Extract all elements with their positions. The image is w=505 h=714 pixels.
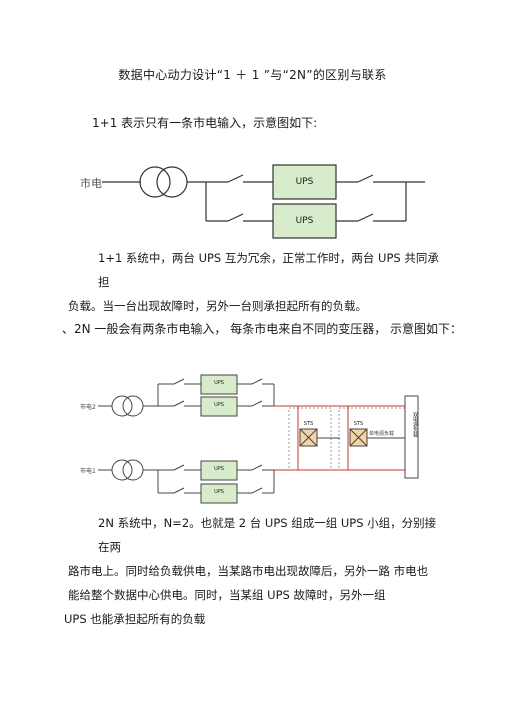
page-title: 数据中心动力设计“1 ＋ 1 ”与“2N”的区别与联系 — [118, 68, 387, 82]
transformer-coil-right — [156, 166, 188, 198]
utility-2-label: 市电2 — [80, 404, 96, 411]
utility-label: 市电 — [80, 177, 102, 190]
paragraph-2-line: 2N 系统中，N=2。也就是 2 台 UPS 组成一组 UPS 小组，分别接 在… — [98, 516, 437, 554]
switch-bottom-in — [227, 213, 244, 222]
switch-bottom-out — [357, 213, 374, 222]
switch-top-out — [357, 174, 374, 183]
ups-label: UPS — [214, 380, 224, 386]
utility-1-label: 市电1 — [80, 468, 96, 475]
ups-label: UPS — [214, 402, 224, 408]
section-2-heading: 、2N 一般会有两条市电输入， 每条市电来自不同的变压器， 示意图如下： — [62, 322, 463, 336]
ups-top-label: UPS — [295, 177, 314, 187]
sts-1-label: STS — [303, 421, 314, 427]
sts-2-box — [349, 428, 368, 447]
paragraph-2-line: 路市电上。同时给负载供电，当某路市电出现故障后，另外一路 市电也 — [68, 564, 429, 578]
dual-source-load-label: 双电源负载 — [412, 412, 418, 437]
paragraph-2-line: 能给整个数据中心供电。同时，当某组 UPS 故障时，另外一组 — [68, 588, 386, 602]
sts-2-label: STS — [353, 421, 364, 427]
ups-label: UPS — [214, 489, 224, 495]
paragraph-1-line: 1+1 系统中，两台 UPS 互为冗余，正常工作时，两台 UPS 共同承 担 — [98, 251, 439, 289]
load-cabinet — [404, 395, 419, 479]
ups-bottom-label: UPS — [295, 216, 314, 226]
paragraph-1: 1+1 系统中，两台 UPS 互为冗余，正常工作时，两台 UPS 共同承 担 负… — [68, 246, 440, 318]
single-source-load-label: 单电源负载 — [369, 431, 395, 437]
paragraph-1-line: 负载。当一台出现故障时，另外一台则承担起所有的负载。 — [68, 299, 367, 313]
transformer-coil-left — [139, 166, 171, 198]
paragraph-2-line: UPS 也能承担起所有的负载 — [64, 612, 206, 626]
sts-1-box — [299, 428, 318, 447]
paragraph-2: 2N 系统中，N=2。也就是 2 台 UPS 组成一组 UPS 小组，分别接 在… — [64, 511, 440, 631]
switch-top-in — [227, 174, 244, 183]
ups-label: UPS — [214, 466, 224, 472]
section-1-heading: 1+1 表示只有一条市电输入，示意图如下: — [92, 116, 318, 130]
